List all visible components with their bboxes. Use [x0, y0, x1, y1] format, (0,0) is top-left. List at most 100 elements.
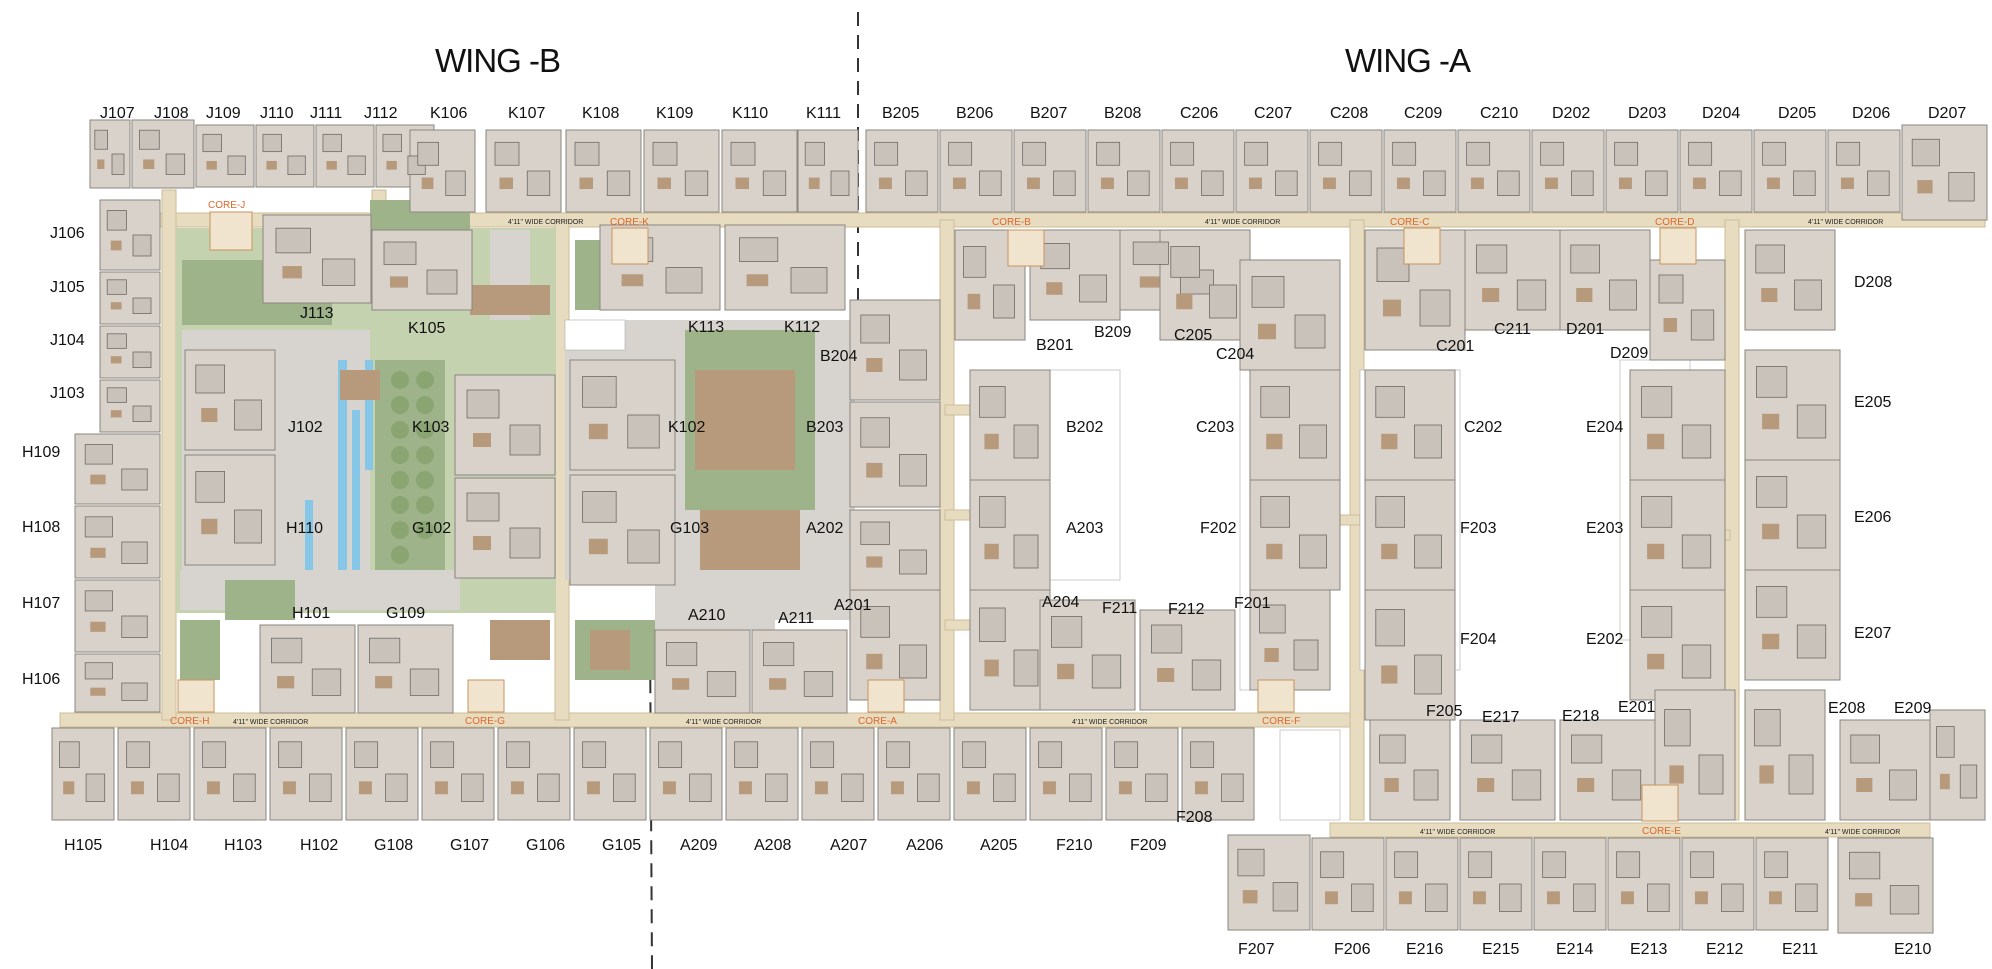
furniture-detail	[866, 653, 883, 670]
unit-label: G109	[386, 605, 425, 622]
corridor-label: 4'11" WIDE CORRIDOR	[1808, 219, 1883, 226]
furniture-detail	[1174, 177, 1188, 190]
room-detail	[582, 491, 617, 523]
unit-label: E216	[1406, 941, 1443, 958]
room-detail	[466, 389, 500, 419]
room-detail	[899, 644, 927, 679]
unit-label: H104	[150, 837, 188, 854]
unit-label: H102	[300, 837, 338, 854]
furniture-detail	[769, 678, 787, 690]
room-detail	[1299, 424, 1327, 459]
room-detail	[1096, 141, 1121, 166]
furniture-detail	[1258, 323, 1276, 340]
room-detail	[1959, 764, 1978, 799]
unit-label: J102	[288, 419, 323, 436]
room-detail	[195, 471, 226, 503]
room-detail	[94, 129, 109, 150]
unit-label: A206	[906, 837, 943, 854]
room-detail	[234, 509, 262, 544]
unit-label: E203	[1586, 520, 1623, 537]
room-detail	[1516, 279, 1547, 311]
unit-label: G105	[602, 837, 641, 854]
furniture-detail	[1470, 177, 1484, 190]
unit-label: C210	[1480, 105, 1518, 122]
furniture-detail	[1762, 523, 1780, 540]
unit-label: A203	[1066, 520, 1103, 537]
room-detail	[627, 529, 660, 564]
unit-label: F210	[1056, 837, 1093, 854]
core-c-label: CORE-C	[1390, 217, 1429, 228]
unit-label: C206	[1180, 105, 1218, 122]
unit-labels: J107 J108 J109 J110 J111 J112 K106 K107 …	[22, 105, 1966, 958]
furniture-detail	[1692, 177, 1706, 190]
room-detail	[993, 773, 1016, 803]
furniture-detail	[386, 160, 397, 170]
furniture-detail	[421, 177, 434, 190]
unit-label: K112	[784, 319, 820, 336]
room-detail	[382, 133, 402, 153]
room-detail	[1849, 851, 1881, 880]
room-detail	[202, 133, 222, 153]
unit-label: F207	[1238, 941, 1275, 958]
room-detail	[1641, 496, 1673, 528]
room-detail	[84, 590, 113, 612]
room-detail	[409, 668, 440, 696]
unit-label: G107	[450, 837, 489, 854]
unit-label: A201	[834, 597, 871, 614]
unit-label: J108	[154, 105, 189, 122]
furniture-detail	[1026, 177, 1040, 190]
unit-label: F202	[1200, 520, 1237, 537]
furniture-detail	[1917, 180, 1933, 194]
corridor-label: 4'11" WIDE CORRIDOR	[1420, 829, 1495, 836]
room-detail	[1468, 851, 1493, 878]
furniture-detail	[143, 159, 155, 169]
room-detail	[874, 141, 899, 166]
unit-details	[59, 129, 1978, 915]
room-detail	[790, 267, 828, 294]
furniture-detail	[1383, 299, 1401, 317]
room-detail	[979, 607, 1006, 642]
room-detail	[1476, 244, 1508, 274]
room-detail	[830, 170, 850, 197]
unit-label: D206	[1852, 105, 1890, 122]
room-detail	[730, 141, 756, 166]
furniture-detail	[277, 676, 295, 689]
furniture-detail	[735, 177, 749, 190]
room-detail	[1611, 769, 1642, 801]
room-detail	[582, 741, 607, 768]
core-g-label: CORE-G	[465, 716, 505, 727]
unit-label: E212	[1706, 941, 1743, 958]
furniture-detail	[984, 543, 999, 560]
unit-label: D203	[1628, 105, 1666, 122]
unit-label: H106	[22, 671, 60, 688]
room-detail	[1681, 644, 1712, 679]
furniture-detail	[672, 678, 690, 690]
core-f-label: CORE-F	[1262, 716, 1300, 727]
furniture-detail	[1384, 778, 1399, 792]
unit-label: J111	[310, 105, 342, 122]
furniture-detail	[746, 274, 769, 287]
furniture-detail	[90, 687, 106, 696]
room-detail	[962, 741, 987, 768]
furniture-detail	[1766, 177, 1780, 190]
corridor-label: 4'11" WIDE CORRIDOR	[1072, 719, 1147, 726]
furniture-detail	[1396, 177, 1410, 190]
room-detail	[262, 133, 282, 153]
room-detail	[1375, 386, 1406, 418]
room-detail	[1764, 851, 1789, 878]
room-detail	[275, 227, 311, 254]
furniture-detail	[1647, 433, 1665, 450]
unit-label: J109	[206, 105, 241, 122]
room-detail	[84, 444, 113, 465]
room-detail	[417, 141, 439, 166]
furniture-detail	[1761, 288, 1778, 302]
furniture-detail	[1242, 890, 1258, 904]
furniture-detail	[1669, 765, 1684, 784]
room-detail	[1681, 424, 1712, 459]
room-detail	[1425, 883, 1448, 913]
unit-label: C209	[1404, 105, 1442, 122]
furniture-detail	[473, 433, 491, 447]
room-detail	[1497, 170, 1520, 197]
unit-label: F204	[1460, 631, 1497, 648]
unit-label: C208	[1330, 105, 1368, 122]
